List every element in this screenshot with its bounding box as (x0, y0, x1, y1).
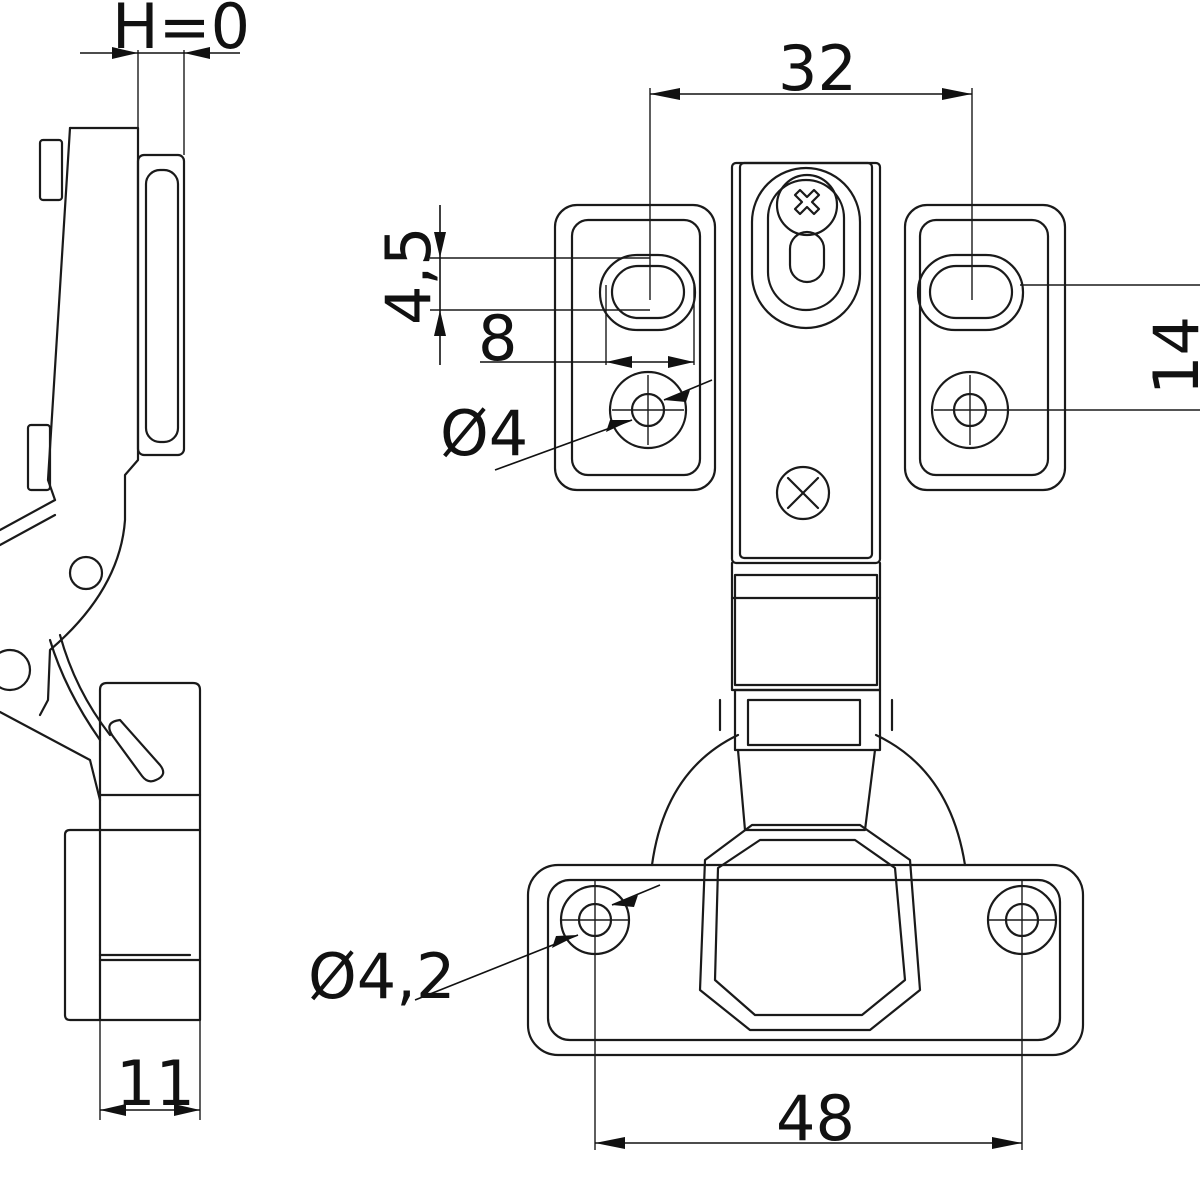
side-view (0, 50, 202, 1120)
label-dia-4-2: Ø4,2 (308, 940, 455, 1013)
label-32: 32 (778, 32, 857, 105)
front-view (526, 161, 1085, 1057)
label-11: 11 (116, 1047, 195, 1120)
label-48: 48 (776, 1082, 855, 1155)
label-4-5: 4,5 (372, 226, 445, 325)
label-8: 8 (478, 302, 517, 375)
dimension-lines (80, 47, 1200, 1150)
label-dia-4: Ø4 (440, 397, 528, 470)
dimension-labels: H=0 32 4,5 8 Ø4 Ø4,2 48 11 14 (112, 0, 1200, 1155)
label-14: 14 (1140, 316, 1200, 395)
label-overlay: H=0 (112, 0, 250, 63)
